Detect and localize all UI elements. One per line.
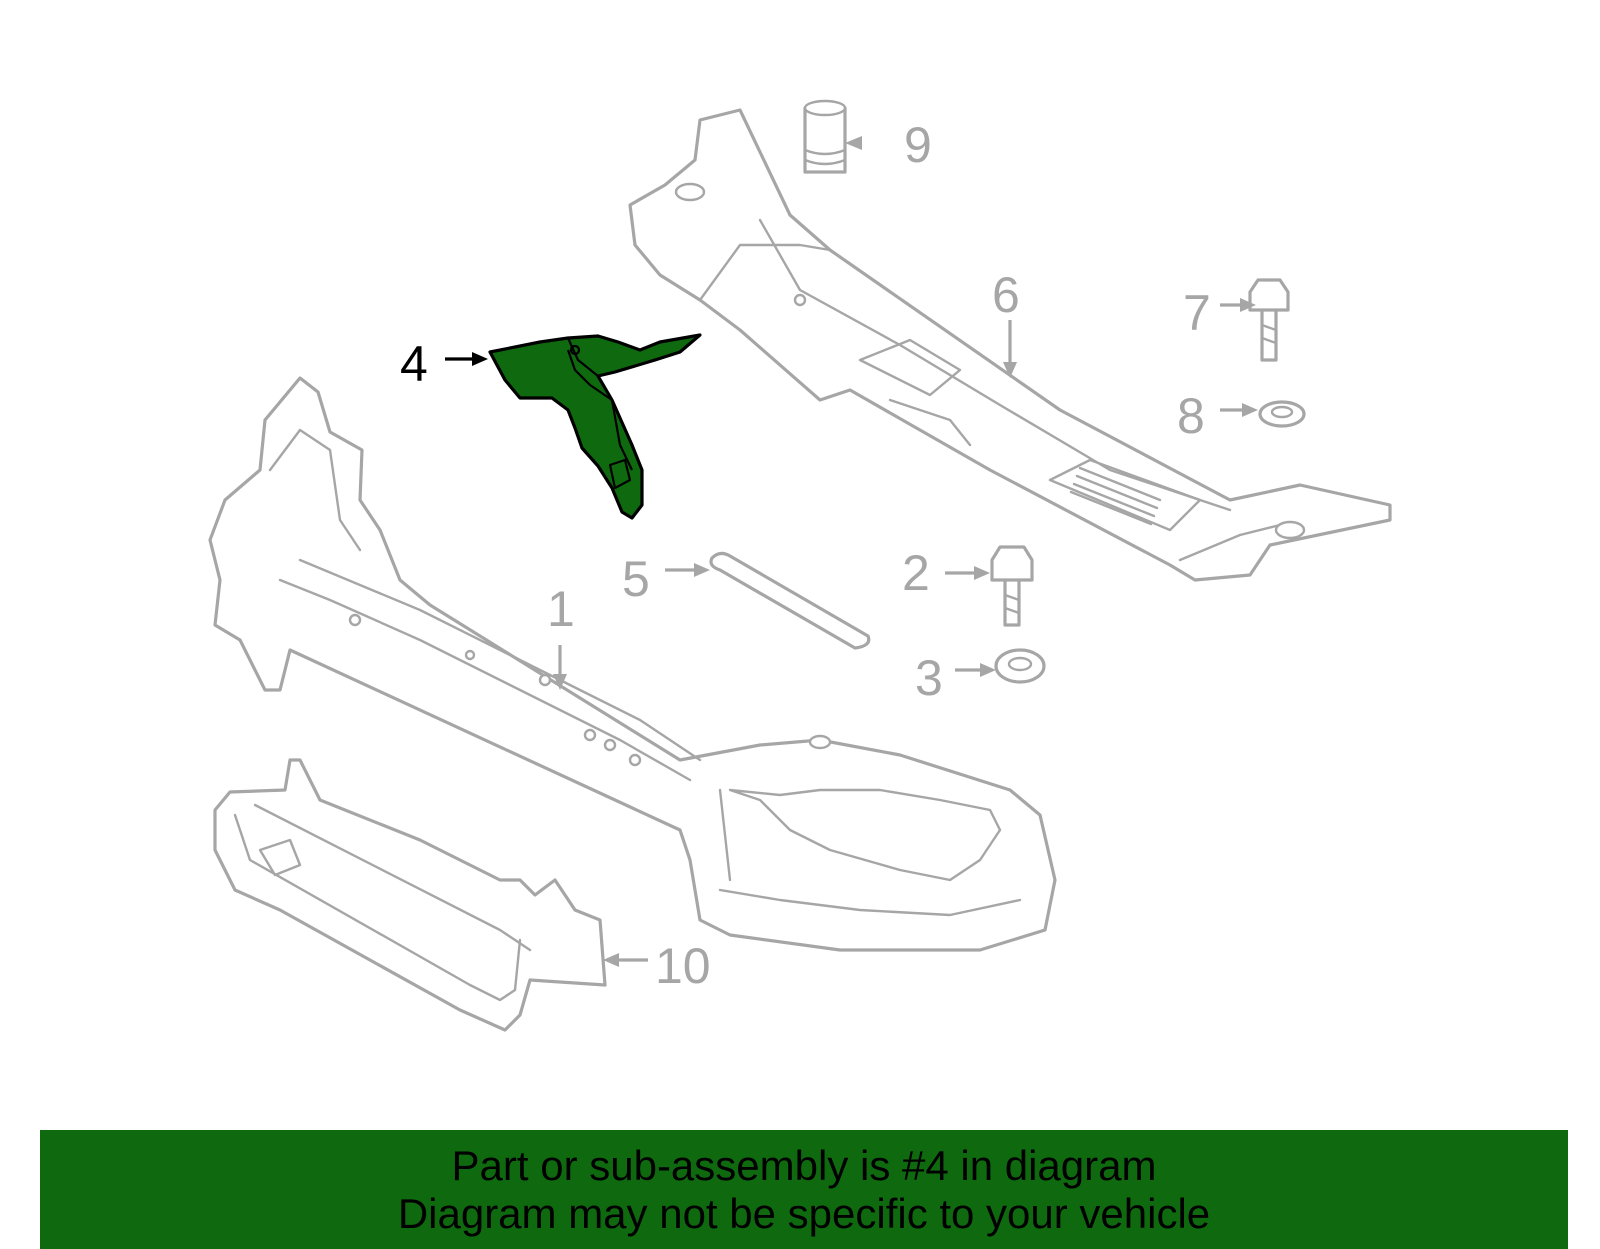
callout-10[interactable]: 10 <box>655 938 711 994</box>
callout-3[interactable]: 3 <box>915 650 943 706</box>
notice-banner: Part or sub-assembly is #4 in diagram Di… <box>40 1130 1568 1249</box>
callout-labels: 9 6 7 8 4 5 2 3 1 10 <box>400 117 1211 994</box>
banner-line-2: Diagram may not be specific to your vehi… <box>397 1190 1211 1237</box>
parts-diagram: 9 6 7 8 4 5 2 3 1 10 <box>208 99 1392 1032</box>
callout-6[interactable]: 6 <box>992 267 1020 323</box>
part-3-washer[interactable] <box>994 648 1046 684</box>
callout-2[interactable]: 2 <box>902 545 930 601</box>
leader-lines <box>445 136 1258 967</box>
part-5-seal-strip[interactable] <box>709 551 871 650</box>
callout-5[interactable]: 5 <box>622 551 650 607</box>
part-7-bolt[interactable] <box>1248 278 1290 362</box>
part-6-upper-tie-bar[interactable] <box>628 108 1392 582</box>
part-2-bolt[interactable] <box>990 545 1034 627</box>
part-10-air-duct[interactable] <box>213 758 607 1032</box>
callout-1[interactable]: 1 <box>547 581 575 637</box>
callout-9[interactable]: 9 <box>904 117 932 173</box>
part-4-bracket-highlighted[interactable] <box>488 333 702 520</box>
part-1-radiator-support[interactable] <box>208 376 1057 952</box>
part-9-bumper[interactable] <box>803 99 847 174</box>
callout-4[interactable]: 4 <box>400 336 428 392</box>
callout-7[interactable]: 7 <box>1183 285 1211 341</box>
banner-line-1: Part or sub-assembly is #4 in diagram <box>451 1142 1157 1189</box>
part-8-washer[interactable] <box>1258 400 1306 428</box>
callout-8[interactable]: 8 <box>1177 388 1205 444</box>
